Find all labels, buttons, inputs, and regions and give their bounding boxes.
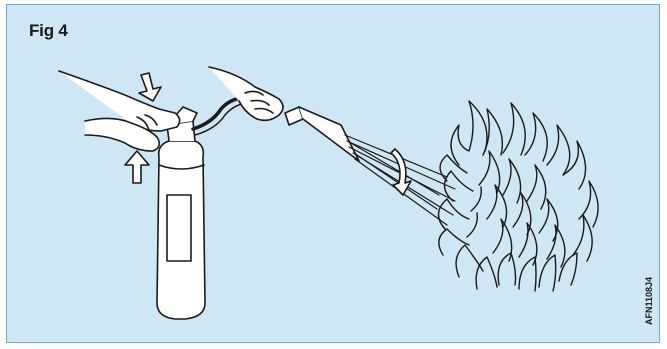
flames-icon [438,101,598,291]
left-hands-icon [59,71,180,151]
extinguisher-illustration [7,5,661,344]
figure-code: AFN1108J4 [643,266,655,336]
sweep-arrow-icon [391,149,411,195]
press-down-arrow-icon [139,73,161,101]
fire-extinguisher-icon [157,97,255,319]
press-up-arrow-icon [125,151,149,183]
figure-code-text: AFN1108J4 [644,277,654,325]
figure-panel: Fig 4 [6,4,660,343]
nozzle-icon [285,107,359,161]
